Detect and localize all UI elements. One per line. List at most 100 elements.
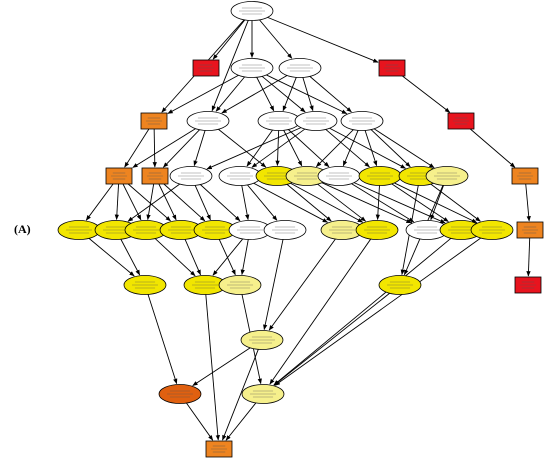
edge-n9-n20	[329, 127, 406, 169]
node-n40[interactable]	[514, 276, 542, 294]
node-n27[interactable]	[193, 220, 237, 240]
node-n7[interactable]	[186, 111, 230, 131]
edge-n4-n7	[221, 75, 288, 114]
edge-n25-n38	[154, 238, 196, 277]
node-n34[interactable]	[470, 220, 514, 240]
edge-n3-n10	[266, 74, 348, 115]
edge-n3-n8	[256, 77, 275, 112]
edge-n5-n11	[402, 75, 451, 113]
edge-n6-n12	[124, 128, 150, 168]
node-n43[interactable]	[241, 384, 285, 404]
node-n41[interactable]	[240, 330, 284, 350]
edge-n13-n25	[146, 183, 155, 221]
node-n17[interactable]	[285, 166, 329, 186]
edge-n3-n6	[167, 74, 239, 114]
edge-n31-n43	[269, 238, 372, 385]
node-n11[interactable]	[447, 112, 475, 130]
node-n18[interactable]	[317, 166, 361, 186]
node-n36[interactable]	[378, 275, 422, 295]
edge-n14-n27	[194, 185, 211, 221]
edge-n24-n37	[120, 239, 141, 276]
node-n4[interactable]	[278, 58, 322, 78]
node-n35[interactable]	[516, 221, 544, 239]
node-n32[interactable]	[405, 220, 449, 240]
node-n2[interactable]	[192, 59, 220, 77]
edge-n4-n10	[309, 76, 352, 113]
edge-n7-n16	[218, 128, 267, 168]
edge-n9-n15	[251, 128, 306, 168]
figure-panel-label: (A)	[14, 222, 31, 236]
node-n23[interactable]	[57, 220, 101, 240]
node-n13[interactable]	[141, 167, 169, 185]
edge-n9-n19	[325, 129, 370, 168]
edge-n14-n24	[127, 183, 181, 222]
node-n44[interactable]	[205, 440, 233, 458]
node-n22[interactable]	[511, 167, 539, 185]
edge-n12-n24	[114, 183, 120, 221]
node-n3[interactable]	[230, 58, 274, 78]
node-n38[interactable]	[183, 275, 227, 295]
node-n25[interactable]	[124, 220, 168, 240]
edge-n28-n38	[212, 238, 244, 276]
edge-n13-n27	[163, 183, 206, 222]
node-n9[interactable]	[294, 111, 338, 131]
edge-n3-n9	[261, 75, 306, 113]
edge-n8-n18	[287, 129, 330, 168]
edge-n26-n38	[184, 239, 201, 276]
node-n39[interactable]	[218, 275, 262, 295]
edge-n29-n41	[263, 239, 284, 331]
edge-n20-n34	[430, 183, 481, 222]
node-n14[interactable]	[169, 166, 213, 186]
edge-n15-n30	[253, 182, 328, 223]
node-n8[interactable]	[257, 111, 301, 131]
node-n10[interactable]	[340, 111, 384, 131]
edge-n15-n29	[247, 184, 278, 221]
edge-n14-n28	[200, 184, 241, 222]
edge-n12-n23	[85, 183, 114, 221]
edge-n13-n26	[158, 183, 177, 221]
edge-n33-n43	[273, 237, 452, 386]
node-n29[interactable]	[263, 220, 307, 240]
edge-n41-n42	[192, 347, 251, 386]
edge-n7-n14	[193, 130, 206, 167]
edge-n7-n12	[132, 128, 196, 168]
node-n31[interactable]	[355, 220, 399, 240]
edge-n22-n35	[525, 183, 531, 222]
edge-n35-n40	[526, 237, 531, 277]
node-n5[interactable]	[378, 59, 406, 77]
node-n42[interactable]	[158, 384, 202, 404]
edge-n19-n31	[375, 185, 381, 221]
edge-n18-n32	[351, 183, 415, 223]
edge-n19-n33	[391, 183, 449, 222]
edge-n9-n14	[206, 127, 302, 170]
edge-n37-n42	[147, 294, 178, 385]
edge-n1-n2	[212, 19, 246, 60]
node-n1[interactable]	[230, 1, 274, 21]
edge-n17-n31	[317, 183, 367, 222]
node-n15[interactable]	[218, 166, 262, 186]
edge-n34-n43	[274, 237, 482, 386]
edge-n21-n32	[430, 185, 444, 221]
node-n12[interactable]	[105, 167, 133, 185]
edge-n10-n17	[315, 129, 354, 168]
edge-n1-n5	[267, 16, 379, 63]
edge-n36-n43	[273, 292, 390, 386]
edge-n4-n9	[302, 77, 314, 112]
edge-n10-n19	[364, 130, 378, 167]
edge-n8-n15	[246, 129, 273, 167]
node-n37[interactable]	[123, 275, 167, 295]
edge-n1-n4	[259, 19, 293, 59]
edge-n42-n44	[186, 402, 214, 441]
edge-n10-n21	[373, 128, 435, 169]
node-n21[interactable]	[425, 166, 469, 186]
edge-n41-n44	[222, 349, 259, 441]
edge-n3-n7	[215, 76, 245, 112]
edge-n16-n31	[290, 182, 364, 223]
node-n19[interactable]	[358, 166, 402, 186]
node-n6[interactable]	[140, 112, 168, 130]
edge-n15-n28	[241, 185, 250, 221]
edge-n10-n18	[342, 130, 359, 167]
edge-n28-n39	[240, 239, 249, 276]
edge-n6-n13	[152, 128, 157, 168]
